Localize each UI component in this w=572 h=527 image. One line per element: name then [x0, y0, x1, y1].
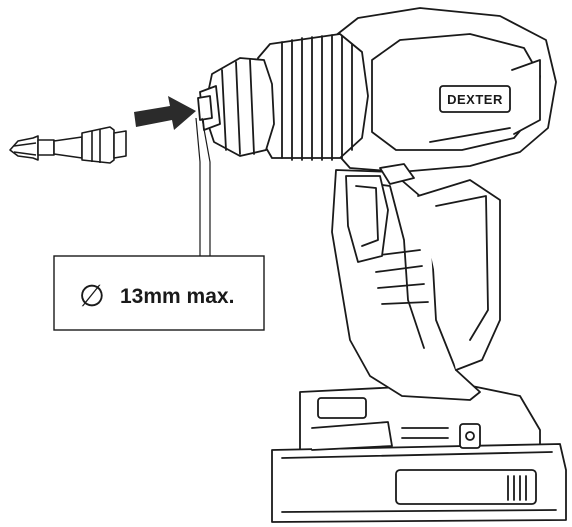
- trigger: [345, 175, 389, 263]
- screwdriver-bit: [9, 126, 127, 164]
- motor-housing: [329, 7, 557, 185]
- callout-box: ∅ 13mm max.: [53, 255, 265, 331]
- keyless-chuck: [197, 57, 275, 157]
- max-chuck-size-label: 13mm max.: [120, 285, 234, 308]
- battery-pack: [271, 383, 567, 523]
- diameter-symbol: ∅: [79, 279, 105, 314]
- insert-direction-arrow: [134, 96, 196, 130]
- brand-logo: DEXTER: [447, 92, 503, 107]
- cordless-drill: [197, 7, 567, 523]
- callout-leader: [195, 117, 211, 256]
